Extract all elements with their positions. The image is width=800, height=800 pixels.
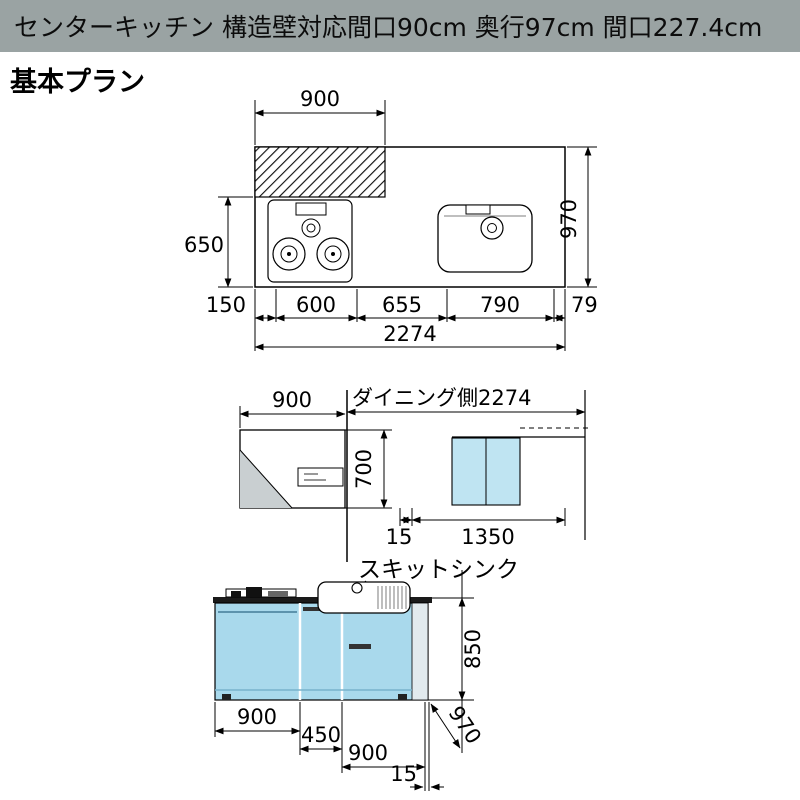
dim-plan-seg-790: 790 [480, 293, 520, 317]
header-title: センターキッチン 構造壁対応間口90cm 奥行97cm 間口227.4cm [14, 13, 763, 42]
structural-wall-hatch [254, 146, 386, 198]
dim-plan-seg-655: 655 [382, 293, 422, 317]
header-bar: センターキッチン 構造壁対応間口90cm 奥行97cm 間口227.4cm [0, 0, 800, 52]
plan-dim-depth-right: 970 [557, 146, 597, 288]
dim-wall-gap: 15 [386, 525, 413, 549]
faucet [351, 582, 363, 594]
sink-plan [437, 204, 533, 273]
dim-wall-cabinet-width: 1350 [461, 525, 514, 549]
hood-dim-width: 900 [239, 388, 346, 428]
dim-hood-height: 700 [352, 449, 376, 489]
dim-plan-seg-150: 150 [206, 293, 246, 317]
sink-label: スキットシンク [358, 557, 519, 583]
front-elevation: スキットシンク [213, 557, 519, 791]
cooktop-plan [267, 199, 353, 283]
dim-plan-seg-600: 600 [296, 293, 336, 317]
front-dim-depth: 970 [430, 702, 486, 749]
dim-plan-depth-left: 650 [184, 233, 224, 257]
hood-control-panel [297, 467, 344, 487]
dim-hood-width: 900 [272, 388, 312, 412]
range-hood [239, 429, 346, 509]
hood-section: 900 700 ダイニング側2274 [239, 386, 592, 562]
sink-front [317, 581, 411, 614]
dim-unit2: 450 [301, 723, 341, 747]
dim-unit3: 900 [348, 741, 388, 765]
dining-side-label: ダイニング側2274 [352, 386, 531, 410]
plan-dim-segments: 150 600 655 790 79 [206, 289, 598, 351]
base-cabinet [214, 602, 429, 701]
dim-plan-depth-right: 970 [557, 199, 581, 239]
dim-counter-height: 850 [461, 629, 485, 669]
end-panel [411, 602, 429, 701]
dim-plan-total: 2274 [383, 322, 436, 346]
dim-depth: 970 [444, 702, 486, 749]
hood-dim-height: 700 [345, 429, 392, 509]
plan-dim-wall-width: 900 [254, 87, 386, 145]
plan-view: 900 650 970 [184, 87, 598, 351]
base-cabinet-body [214, 602, 429, 701]
dining-side-dim: ダイニング側2274 [346, 386, 586, 540]
wall-cabinet [451, 427, 592, 506]
dim-plan-seg-79: 79 [571, 293, 598, 317]
cooktop-front [225, 587, 297, 598]
front-dim-height: 850 [428, 597, 485, 701]
door-handle [349, 644, 371, 649]
wall-cabinet-dims: 15 1350 [386, 508, 566, 549]
dim-plan-wall-width: 900 [300, 87, 340, 111]
plan-dim-total: 2274 [254, 322, 566, 351]
dim-unit1: 900 [237, 705, 277, 729]
plan-heading: 基本プラン [10, 67, 145, 98]
dim-end-panel: 15 [390, 762, 417, 786]
plan-dim-depth-left: 650 [184, 196, 253, 288]
front-bottom-dims: 900 450 900 15 [214, 702, 444, 791]
